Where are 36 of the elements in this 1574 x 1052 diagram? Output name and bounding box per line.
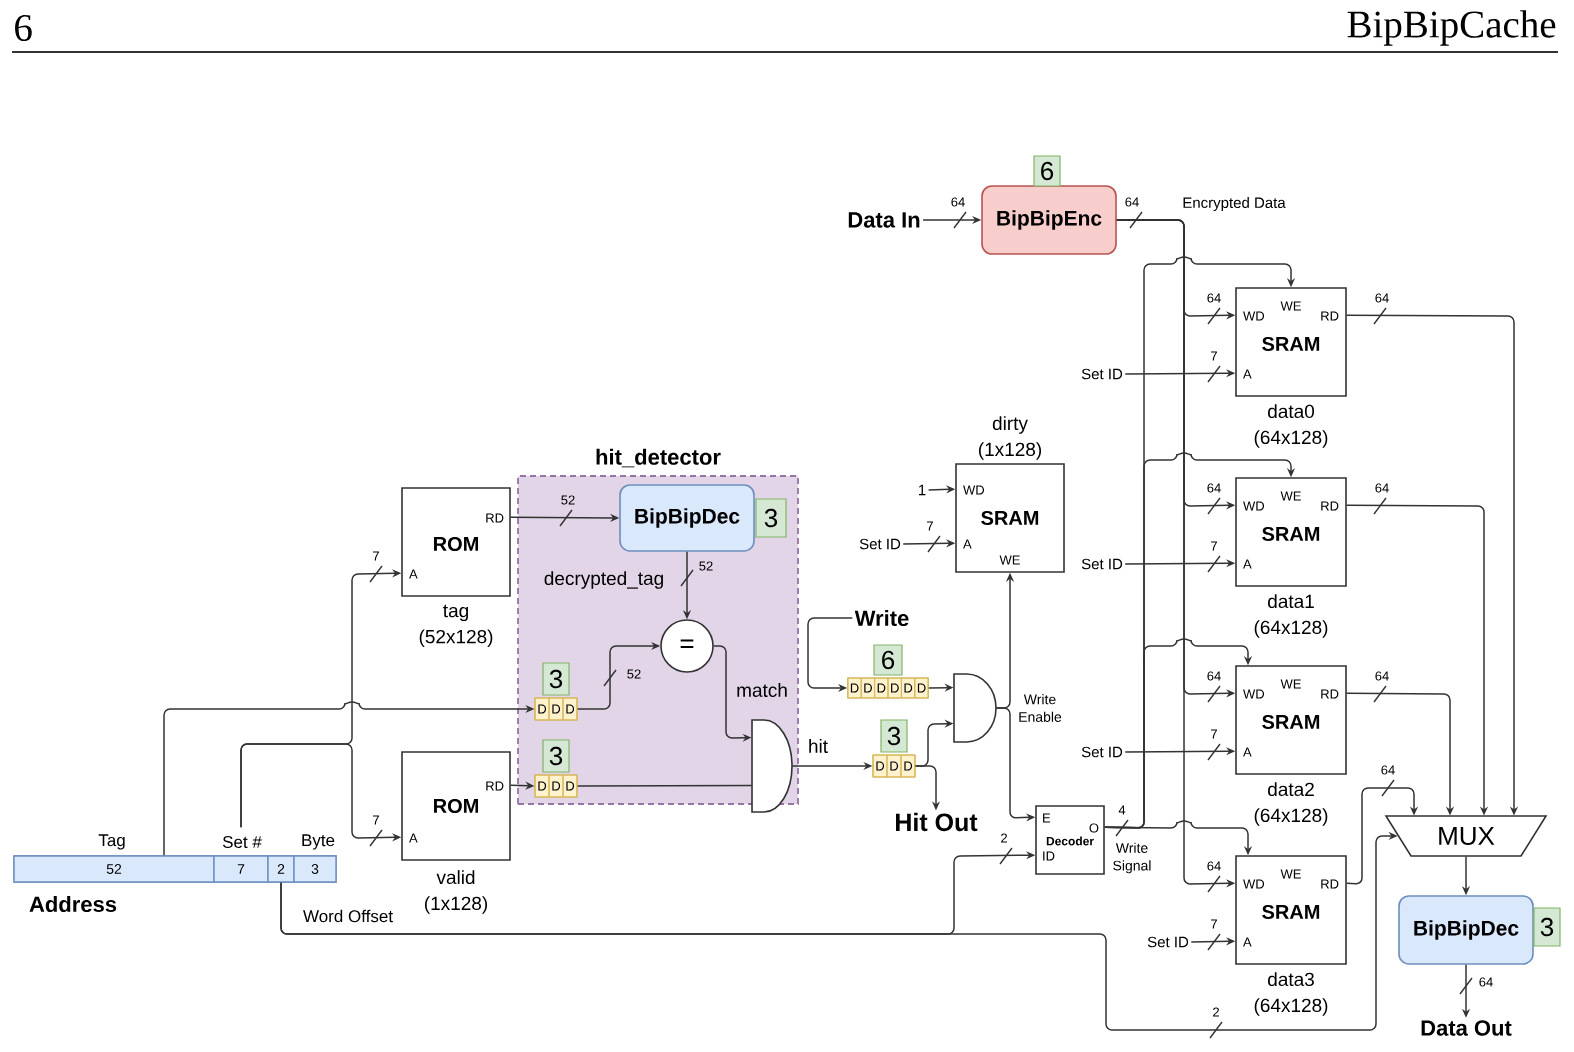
- arrow: [1346, 787, 1419, 885]
- latency-badge: 3: [755, 498, 787, 538]
- and-gate: [953, 673, 997, 743]
- memory-caption: data0 (64x128): [1254, 404, 1328, 448]
- bar-title: Address: [29, 895, 117, 913]
- output-label: Data Out: [1421, 1020, 1512, 1036]
- memory-caption: tag (52x128): [419, 604, 493, 648]
- memory-caption: dirty (1x128): [979, 416, 1041, 460]
- page-number: 6: [15, 14, 32, 42]
- cipher-block: BipBipEnc: [981, 185, 1117, 255]
- region-title: hit_detector: [596, 448, 721, 468]
- field-label: Word Offset: [303, 909, 393, 923]
- field-label: Byte: [302, 834, 335, 850]
- latency-badge: 3: [542, 739, 570, 773]
- input-label: Data In: [848, 212, 920, 228]
- latency-badge: 3: [880, 719, 908, 753]
- memory-caption: data2 (64x128): [1254, 782, 1328, 826]
- latency-badge: 6: [873, 644, 903, 676]
- edge-label: decrypted_tag: [544, 571, 663, 589]
- input-label: Write: [854, 609, 909, 627]
- memory-caption: valid (1x128): [425, 870, 488, 914]
- memory-caption: data1 (64x128): [1254, 594, 1328, 638]
- latency-badge: 6: [1033, 155, 1061, 187]
- latency-badge: 3: [542, 662, 570, 696]
- connector-line: [576, 784, 753, 787]
- cipher-block: BipBipDec: [1398, 895, 1534, 965]
- output-label: Hit Out: [896, 812, 978, 832]
- cipher-block: BipBipDec: [619, 484, 755, 552]
- edge-label: hit: [809, 739, 828, 753]
- field-label: Tag: [98, 834, 125, 850]
- edge-label: match: [737, 683, 787, 697]
- running-head: BipBipCache: [1347, 10, 1556, 46]
- field-label: Set #: [222, 836, 262, 848]
- latency-badge: 3: [1533, 907, 1561, 947]
- and-gate: [751, 719, 793, 813]
- memory-caption: data3 (64x128): [1254, 972, 1328, 1016]
